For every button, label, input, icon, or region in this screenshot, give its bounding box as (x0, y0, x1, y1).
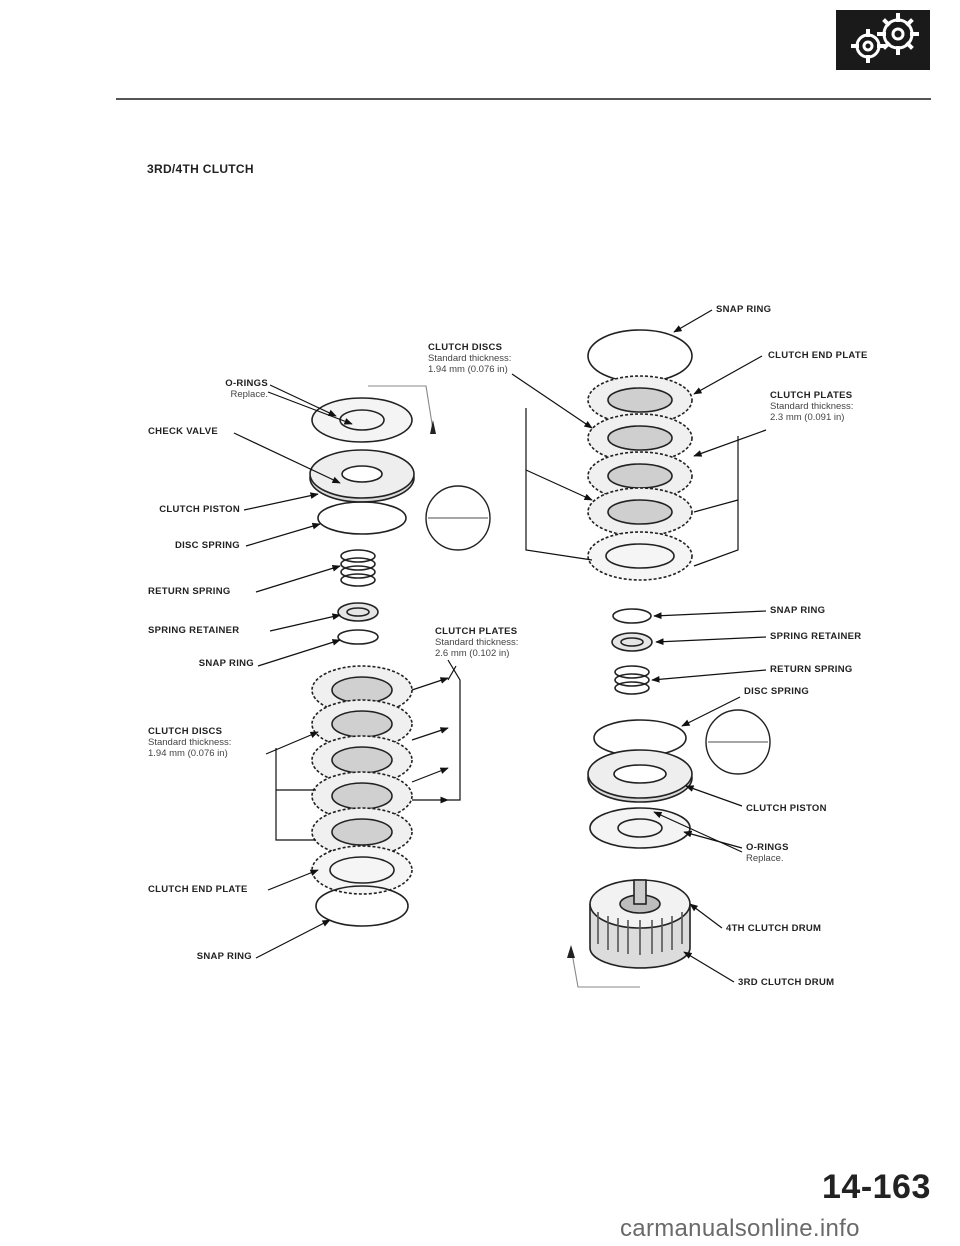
right-return-spring-label: RETURN SPRING (770, 664, 853, 675)
left-return-spring-label: RETURN SPRING (148, 586, 231, 597)
left-bottom-snap-ring (315, 885, 409, 927)
third-clutch-drum-label: 3RD CLUTCH DRUM (738, 977, 835, 988)
left-spring-retainer (337, 602, 379, 622)
right-spring-retainer-label: SPRING RETAINER (770, 631, 862, 642)
left-snap-ring (337, 629, 379, 645)
left-bottom-snap-ring-label: SNAP RING (196, 951, 252, 962)
right-top-snap-ring (587, 329, 693, 383)
left-o-ring-washer (311, 397, 413, 443)
watermark-text: carmanualsonline.info (620, 1215, 860, 1242)
right-return-spring (614, 665, 650, 695)
right-clutch-plates-label: CLUTCH PLATES Standard thickness: 2.3 mm… (770, 390, 854, 423)
right-o-rings-label: O-RINGS Replace. (746, 842, 789, 864)
left-clutch-piston (309, 449, 415, 503)
center-clutch-discs-label: CLUTCH DISCS Standard thickness: 1.94 mm… (428, 342, 512, 375)
clutch-drum (589, 879, 691, 969)
section-title: 3RD/4TH CLUTCH (147, 162, 254, 176)
left-assembly-stack (309, 397, 415, 927)
center-clutch-plates-label: CLUTCH PLATES Standard thickness: 2.6 mm… (435, 626, 519, 659)
right-assembly-stack (587, 329, 693, 969)
left-return-spring (340, 549, 376, 587)
fourth-clutch-drum-label: 4TH CLUTCH DRUM (726, 923, 822, 934)
left-snap-ring-label: SNAP RING (198, 658, 254, 669)
right-detail-circle (705, 709, 771, 775)
left-o-rings-label: O-RINGS Replace. (225, 378, 268, 400)
gears-icon (836, 10, 930, 70)
left-clutch-discs-label: CLUTCH DISCS Standard thickness: 1.94 mm… (148, 726, 232, 759)
left-clutch-end-plate-label: CLUTCH END PLATE (148, 884, 248, 895)
right-snap-ring-label: SNAP RING (770, 605, 826, 616)
right-clutch-piston (587, 749, 693, 803)
left-spring-retainer-label: SPRING RETAINER (148, 625, 240, 636)
right-o-ring-washer (589, 807, 691, 849)
right-spring-retainer (611, 632, 653, 652)
header-rule (116, 98, 931, 100)
page-number: 14-163 (822, 1168, 931, 1206)
left-clutch-pack (311, 665, 413, 895)
left-check-valve-label: CHECK VALVE (148, 426, 218, 437)
left-detail-circle (425, 485, 491, 551)
left-disc-spring-label: DISC SPRING (174, 540, 240, 551)
right-clutch-piston-label: CLUTCH PISTON (746, 803, 827, 814)
left-disc-spring (317, 501, 407, 535)
right-top-snap-ring-label: SNAP RING (716, 304, 772, 315)
right-snap-ring (612, 608, 652, 624)
right-disc-spring-label: DISC SPRING (744, 686, 810, 697)
right-clutch-end-plate-label: CLUTCH END PLATE (768, 350, 868, 361)
right-clutch-pack (587, 375, 693, 581)
left-clutch-piston-label: CLUTCH PISTON (159, 504, 240, 515)
